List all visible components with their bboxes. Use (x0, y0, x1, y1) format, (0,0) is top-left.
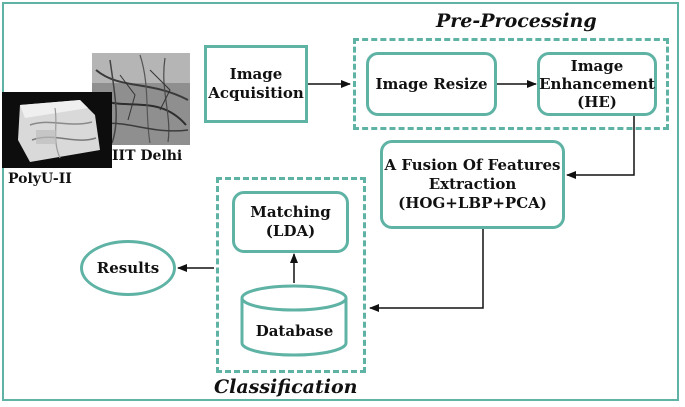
iit-delhi-caption: IIT Delhi (112, 148, 183, 164)
arrow-fusion-to-database (369, 229, 484, 312)
results-label: Results (96, 259, 160, 277)
classification-title: Classification (214, 376, 358, 398)
fusion-line-1: A Fusion Of Features (384, 156, 561, 174)
preprocessing-group (353, 38, 669, 130)
enhancement-line-1: Image (570, 57, 624, 75)
database-label: Database (255, 322, 334, 340)
image-acquisition-node: Image Acquisition (204, 45, 308, 123)
matching-line-2: (LDA) (265, 222, 316, 240)
fusion-line-2: Extraction (428, 175, 517, 193)
acquisition-line-1: Image (229, 65, 283, 83)
polyu-caption: PolyU-II (8, 171, 72, 187)
acquisition-line-2: Acquisition (208, 84, 304, 102)
matching-node: Matching (LDA) (232, 191, 349, 253)
enhancement-line-2: Enhancement (539, 75, 655, 93)
results-node: Results (80, 240, 176, 296)
image-enhancement-node: Image Enhancement (HE) (537, 52, 657, 116)
feature-fusion-node: A Fusion Of Features Extraction (HOG+LBP… (380, 140, 565, 229)
image-resize-node: Image Resize (366, 52, 497, 116)
classification-group (216, 177, 366, 373)
arrow-enhancement-to-fusion (566, 115, 635, 179)
database-cylinder (240, 284, 348, 357)
enhancement-line-3: (HE) (577, 93, 617, 111)
resize-label: Image Resize (375, 74, 488, 93)
outer-frame (2, 2, 679, 401)
matching-line-1: Matching (250, 203, 331, 221)
polyu-palm-image (2, 92, 112, 168)
fusion-line-3: (HOG+LBP+PCA) (398, 194, 547, 212)
preprocessing-title: Pre-Processing (436, 10, 597, 32)
